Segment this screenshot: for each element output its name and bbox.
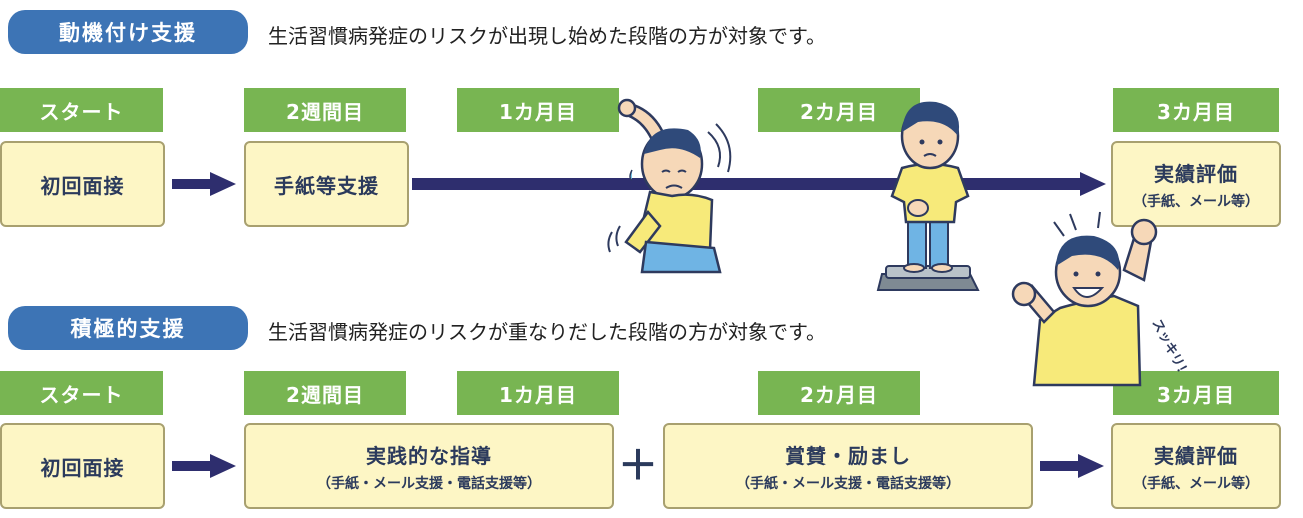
s1-box-evaluation-label: 実績評価 — [1154, 161, 1238, 186]
s2-box-practical-guidance-label: 実践的な指導 — [366, 443, 492, 468]
happy-man-illustration: スッキリ！ — [1011, 211, 1192, 387]
section1-description: 生活習慣病発症のリスクが出現し始めた段階の方が対象です。 — [268, 24, 826, 48]
s1-stage-start: スタート — [0, 88, 163, 132]
s2-arrow-1 — [172, 454, 236, 478]
s2-box-evaluation: 実績評価 （手紙、メール等） — [1111, 423, 1281, 509]
s1-box-evaluation-sub: （手紙、メール等） — [1133, 193, 1259, 210]
s2-stage-2months: 2カ月目 — [758, 371, 920, 415]
s1-box-initial-interview: 初回面接 — [0, 141, 165, 227]
s2-stage-3months: 3カ月目 — [1113, 371, 1279, 415]
s2-stage-2weeks: 2週間目 — [244, 371, 406, 415]
s2-box-evaluation-label: 実績評価 — [1154, 443, 1238, 468]
s1-box-evaluation: 実績評価 （手紙、メール等） — [1111, 141, 1281, 227]
s2-arrow-2 — [1040, 454, 1104, 478]
s2-box-initial-interview-label: 初回面接 — [40, 455, 125, 480]
s1-stage-1month: 1カ月目 — [457, 88, 619, 132]
s2-stage-start: スタート — [0, 371, 163, 415]
man-on-scale-illustration — [876, 101, 980, 291]
s2-box-evaluation-sub: （手紙、メール等） — [1133, 475, 1259, 492]
s2-box-praise-encouragement-sub: （手紙・メール支援・電話支援等） — [736, 475, 960, 492]
s2-box-practical-guidance-sub: （手紙・メール支援・電話支援等） — [317, 475, 541, 492]
section1-label: 動機付け支援 — [8, 10, 248, 54]
s2-box-praise-encouragement-label: 賞賛・励まし — [785, 443, 911, 468]
s1-stage-2months: 2カ月目 — [758, 88, 920, 132]
s1-box-letter-support: 手紙等支援 — [244, 141, 409, 227]
s1-stage-2weeks: 2週間目 — [244, 88, 406, 132]
s1-box-initial-interview-label: 初回面接 — [40, 173, 125, 198]
s1-box-letter-support-label: 手紙等支援 — [274, 173, 379, 198]
s2-box-practical-guidance: 実践的な指導 （手紙・メール支援・電話支援等） — [244, 423, 614, 509]
s2-box-initial-interview: 初回面接 — [0, 423, 165, 509]
section2-label: 積極的支援 — [8, 306, 248, 350]
s1-arrow-1 — [172, 172, 236, 196]
s1-stage-3months: 3カ月目 — [1113, 88, 1279, 132]
plus-icon: ＋ — [618, 443, 658, 489]
s2-stage-1month: 1カ月目 — [457, 371, 619, 415]
s2-box-praise-encouragement: 賞賛・励まし （手紙・メール支援・電話支援等） — [663, 423, 1033, 509]
section2-description: 生活習慣病発症のリスクが重なりだした段階の方が対象です。 — [268, 320, 826, 344]
stretching-man-illustration — [607, 98, 732, 274]
